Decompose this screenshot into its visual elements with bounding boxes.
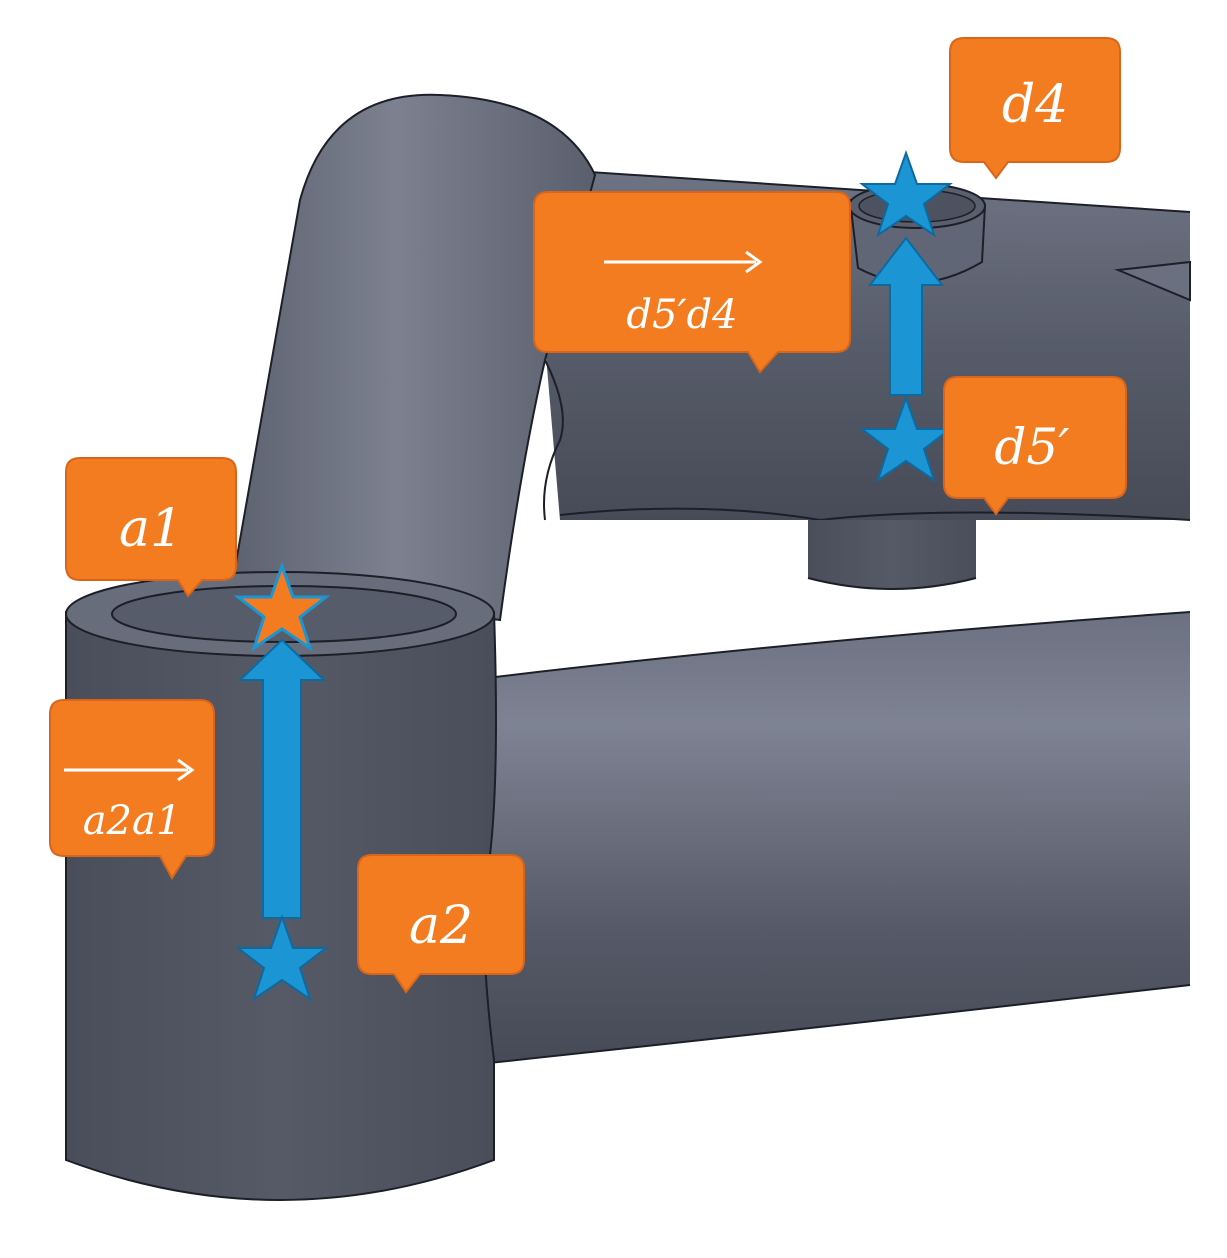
d4-star-icon (859, 150, 953, 238)
a2-star-icon (235, 914, 329, 1002)
callout-d4-label: d4 (1002, 75, 1068, 135)
vector-overarrow-icon (604, 250, 763, 274)
callout-a2-label: a2 (409, 896, 473, 956)
a1-star-icon (233, 561, 331, 652)
callout-a2: a2 (357, 854, 525, 994)
callout-a1: a1 (65, 457, 237, 598)
callout-a1-label: a1 (119, 499, 183, 559)
callout-vector-a2a1: a2a1 (49, 699, 215, 880)
callout-vector-d5p-d4-label: d5′d4 (626, 292, 737, 338)
callout-vector-a2a1-label: a2a1 (83, 798, 182, 844)
callout-vector-d5p-d4: d5′d4 (533, 191, 851, 374)
diagonal-tube (230, 93, 597, 622)
callout-d5-prime: d5′ (943, 376, 1127, 516)
vector-overarrow-icon (64, 758, 195, 782)
d5p-star-icon (859, 395, 953, 483)
vector-arrow-d5p-d4 (867, 236, 945, 396)
vector-arrow-a2a1 (237, 638, 327, 919)
lower-connector-post (807, 520, 977, 590)
front-horizontal-tube (469, 611, 1191, 1066)
callout-d5-prime-label: d5′ (994, 418, 1070, 476)
callout-d4: d4 (949, 37, 1121, 180)
